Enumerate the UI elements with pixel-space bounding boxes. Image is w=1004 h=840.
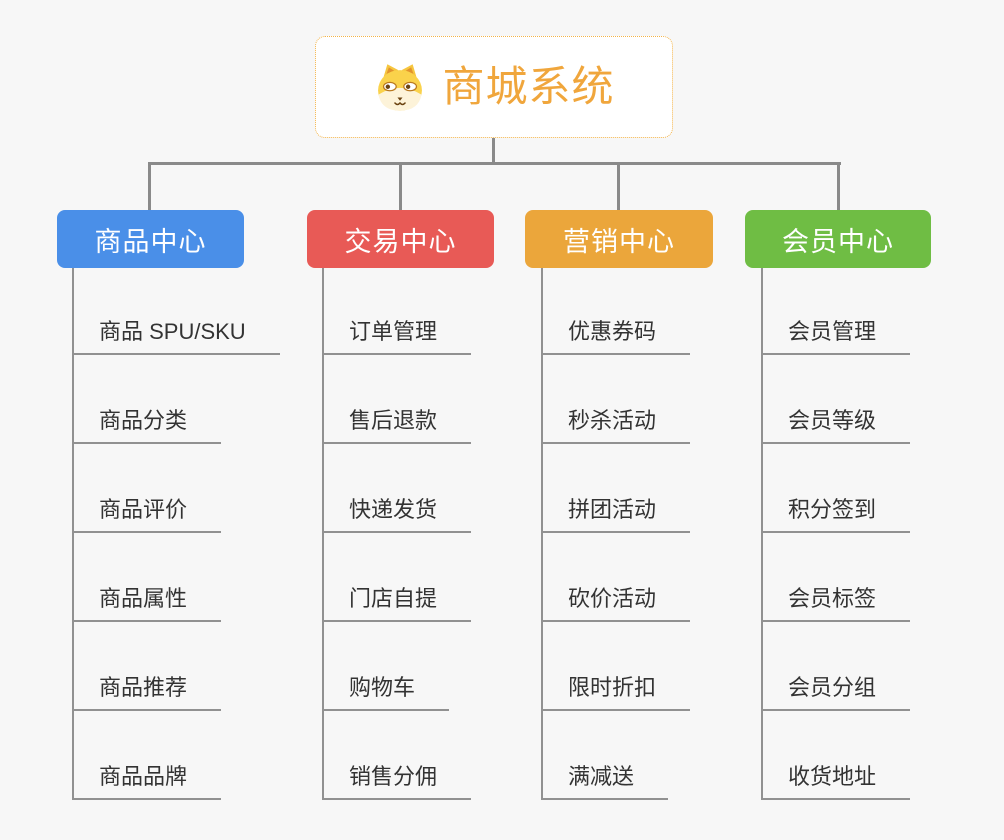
leaf-node[interactable]: 商品 SPU/SKU	[72, 320, 280, 355]
branch-spine-line	[72, 268, 74, 800]
leaf-node[interactable]: 收货地址	[761, 765, 911, 800]
connector-drop	[617, 163, 620, 210]
branch-label: 会员中心	[782, 226, 894, 257]
leaf-node[interactable]: 会员分组	[761, 676, 911, 711]
leaf-node[interactable]: 会员等级	[761, 409, 911, 444]
branch-label: 交易中心	[344, 226, 457, 257]
leaf-node[interactable]: 商品分类	[72, 409, 222, 444]
branch-spine-line	[322, 268, 324, 800]
connector-drop	[399, 163, 402, 210]
branch-node[interactable]: 会员中心	[745, 210, 931, 268]
leaf-node[interactable]: 销售分佣	[322, 765, 472, 800]
connector-stem	[492, 138, 495, 164]
branch-spine-line	[541, 268, 543, 800]
root-node[interactable]: 商城系统	[315, 36, 673, 138]
leaf-node[interactable]: 售后退款	[322, 409, 472, 444]
branch-label: 营销中心	[563, 226, 675, 257]
leaf-node[interactable]: 商品属性	[72, 587, 222, 622]
branch-node[interactable]: 商品中心	[57, 210, 244, 268]
root-title: 商城系统	[442, 63, 615, 110]
leaf-node[interactable]: 商品评价	[72, 498, 222, 533]
leaf-node[interactable]: 砍价活动	[541, 587, 691, 622]
dog-face-icon	[373, 62, 427, 112]
branch-label: 商品中心	[94, 226, 207, 257]
leaf-node[interactable]: 满减送	[541, 765, 669, 800]
leaf-node[interactable]: 商品品牌	[72, 765, 222, 800]
connector-drop	[837, 163, 840, 210]
branch-node[interactable]: 营销中心	[525, 210, 713, 268]
leaf-node[interactable]: 快递发货	[322, 498, 472, 533]
leaf-node[interactable]: 商品推荐	[72, 676, 222, 711]
leaf-node[interactable]: 会员管理	[761, 320, 911, 355]
connector-bus	[148, 162, 841, 165]
leaf-node[interactable]: 订单管理	[322, 320, 472, 355]
branch-node[interactable]: 交易中心	[307, 210, 494, 268]
leaf-node[interactable]: 限时折扣	[541, 676, 691, 711]
connector-drop	[148, 163, 151, 210]
leaf-node[interactable]: 购物车	[322, 676, 450, 711]
leaf-node[interactable]: 秒杀活动	[541, 409, 691, 444]
leaf-node[interactable]: 优惠券码	[541, 320, 691, 355]
leaf-node[interactable]: 拼团活动	[541, 498, 691, 533]
leaf-node[interactable]: 会员标签	[761, 587, 911, 622]
leaf-node[interactable]: 门店自提	[322, 587, 472, 622]
branch-spine-line	[761, 268, 763, 800]
leaf-node[interactable]: 积分签到	[761, 498, 911, 533]
